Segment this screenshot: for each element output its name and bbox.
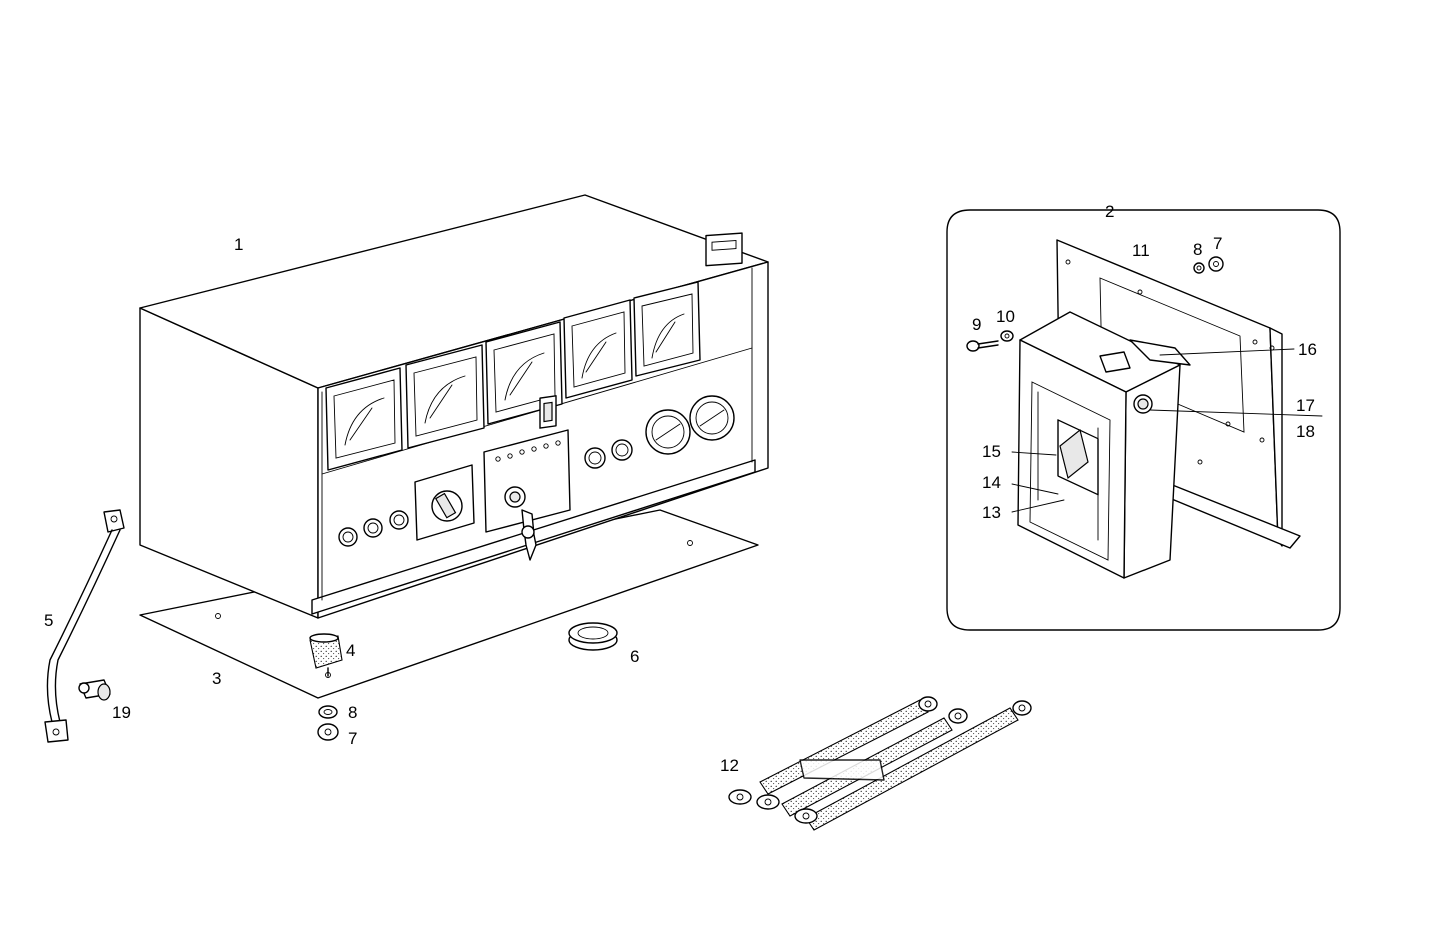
callout-3: 3	[212, 669, 221, 688]
callout-18: 18	[1296, 422, 1315, 441]
gauge-1	[325, 367, 403, 471]
callout-1: 1	[234, 235, 243, 254]
gauge-5	[633, 281, 701, 377]
callout-16: 16	[1298, 340, 1317, 359]
washer-and-nut-lower	[317, 705, 339, 741]
cable-harness	[728, 696, 1032, 831]
callout-6: 6	[630, 647, 639, 666]
panel-controls	[338, 395, 735, 561]
callout-labels: 1 2 3 4 5 6 8 7 8 7 9 10 11 12 13 14 15 …	[44, 202, 1317, 775]
ground-cable	[44, 509, 125, 743]
callout-8-detail: 8	[1193, 240, 1202, 259]
gauge-2	[405, 344, 485, 449]
grommet	[568, 622, 618, 651]
callout-13: 13	[982, 503, 1001, 522]
rubber-foot	[309, 633, 343, 677]
gauge-4	[563, 299, 633, 399]
callout-19: 19	[112, 703, 131, 722]
callout-15: 15	[982, 442, 1001, 461]
callout-14: 14	[982, 473, 1001, 492]
callout-5: 5	[44, 611, 53, 630]
cable-clamp	[78, 679, 111, 701]
callout-17: 17	[1296, 396, 1315, 415]
callout-10: 10	[996, 307, 1015, 326]
callout-11: 11	[1132, 241, 1150, 260]
callout-7-lower: 7	[348, 729, 357, 748]
callout-4: 4	[346, 641, 355, 660]
callout-12: 12	[720, 756, 739, 775]
callout-7-detail: 7	[1213, 234, 1222, 253]
callout-8-lower: 8	[348, 703, 357, 722]
callout-9: 9	[972, 315, 981, 334]
callout-2: 2	[1105, 202, 1114, 221]
detail-inset	[946, 209, 1341, 631]
